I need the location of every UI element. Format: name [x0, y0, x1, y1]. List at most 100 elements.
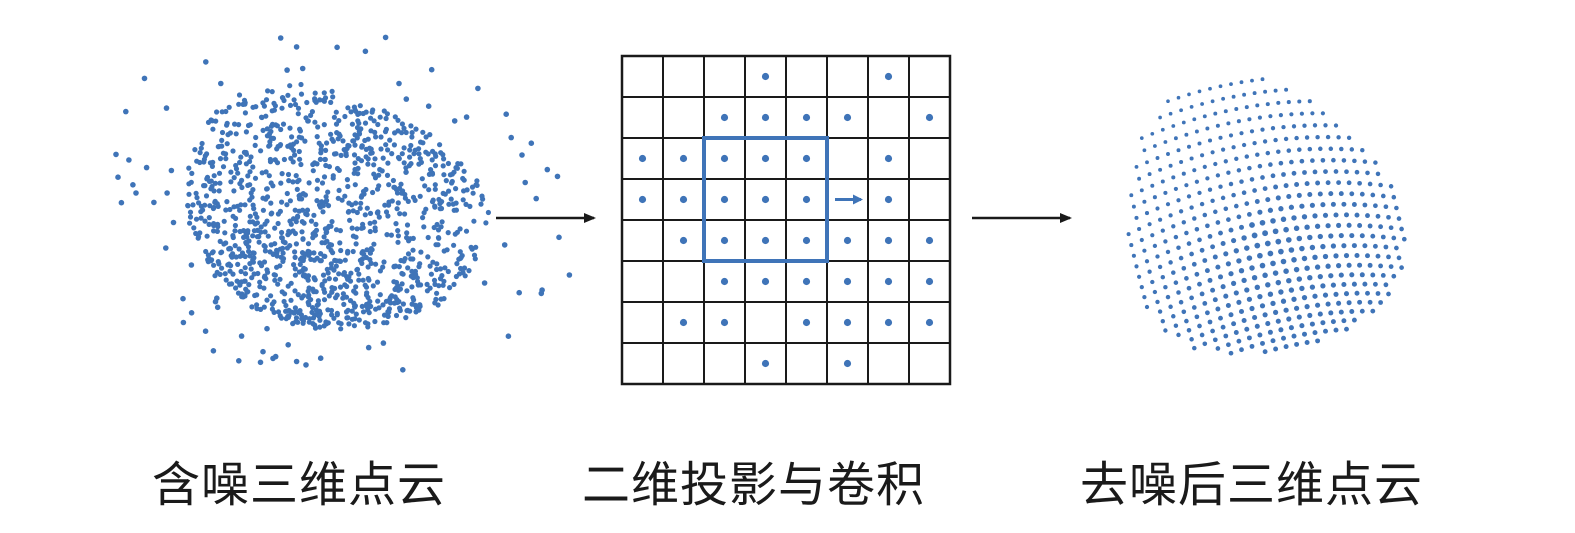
- denoised-point: [1328, 273, 1334, 279]
- denoised-point: [1301, 294, 1308, 301]
- denoised-point: [1223, 251, 1229, 257]
- noisy-point: [292, 249, 298, 255]
- denoised-point: [1375, 213, 1381, 219]
- noisy-point: [409, 134, 415, 140]
- noisy-point: [381, 108, 387, 114]
- noisy-point: [333, 151, 339, 157]
- denoised-point: [1268, 114, 1273, 119]
- denoised-point: [1330, 282, 1336, 288]
- denoised-point: [1218, 230, 1223, 236]
- noisy-point: [275, 211, 281, 217]
- denoised-point: [1234, 107, 1239, 111]
- noisy-point: [265, 233, 271, 239]
- denoised-point: [1225, 302, 1231, 309]
- denoised-point: [1336, 135, 1341, 140]
- noisy-point: [280, 121, 287, 127]
- denoised-point: [1257, 332, 1263, 338]
- noisy-point: [295, 292, 301, 298]
- denoised-point: [1139, 237, 1144, 243]
- noisy-point: [235, 170, 241, 176]
- denoised-point: [1231, 145, 1236, 150]
- noisy-point: [346, 208, 352, 215]
- denoised-point: [1197, 89, 1202, 94]
- noisy-point: [385, 147, 391, 153]
- noisy-point: [313, 221, 319, 227]
- noisy-point: [213, 118, 219, 124]
- denoised-point: [1157, 309, 1163, 314]
- denoised-point: [1288, 325, 1294, 331]
- noisy-point: [427, 263, 433, 269]
- denoised-point: [1349, 147, 1355, 152]
- denoised-point: [1333, 123, 1339, 128]
- denoised-point: [1197, 323, 1202, 329]
- denoised-point: [1207, 319, 1213, 325]
- noisy-point: [367, 220, 373, 226]
- denoised-point: [1365, 213, 1370, 219]
- noisy-point: [250, 257, 256, 263]
- denoised-point: [1210, 150, 1215, 155]
- noisy-point: [198, 215, 204, 221]
- denoised-point: [1320, 320, 1326, 326]
- noisy-point: [250, 104, 256, 110]
- outlier-point: [503, 111, 510, 117]
- denoised-point: [1236, 258, 1242, 264]
- noisy-point: [325, 307, 331, 313]
- noisy-point: [445, 160, 451, 167]
- noisy-point: [321, 174, 328, 180]
- noisy-point: [195, 235, 201, 241]
- denoised-point: [1352, 158, 1357, 164]
- grid-cell-point: [802, 318, 811, 327]
- noisy-point: [332, 276, 339, 282]
- noisy-point: [292, 266, 298, 272]
- noisy-point: [311, 250, 317, 256]
- noisy-point: [323, 162, 329, 169]
- noisy-point: [261, 274, 267, 280]
- noisy-point: [315, 124, 321, 130]
- noisy-point: [385, 309, 391, 315]
- noisy-point: [266, 173, 272, 179]
- denoised-point: [1346, 222, 1352, 228]
- denoised-point: [1386, 214, 1391, 220]
- noisy-point: [371, 171, 377, 177]
- denoised-point: [1299, 285, 1305, 292]
- noisy-point: [352, 303, 358, 309]
- noisy-point: [240, 101, 246, 107]
- noisy-point: [262, 248, 268, 254]
- denoised-point: [1265, 102, 1270, 107]
- noisy-point: [391, 279, 397, 285]
- denoised-point: [1386, 291, 1391, 297]
- denoised-point: [1286, 193, 1292, 200]
- noisy-point: [472, 256, 478, 262]
- denoised-point: [1173, 186, 1178, 191]
- denoised-point: [1228, 181, 1234, 187]
- noisy-point: [438, 150, 444, 156]
- noisy-point: [292, 207, 298, 213]
- denoised-point: [1181, 220, 1187, 225]
- grid-cell-point: [925, 113, 934, 122]
- denoised-point: [1312, 123, 1318, 128]
- denoised-point: [1265, 197, 1271, 203]
- denoised-point: [1273, 184, 1279, 190]
- noisy-point: [287, 83, 293, 89]
- noisy-point: [399, 270, 405, 277]
- noisy-point: [316, 140, 322, 146]
- noisy-point: [437, 142, 443, 148]
- outlier-point: [270, 355, 276, 362]
- denoised-point: [1210, 198, 1215, 204]
- noisy-point: [302, 266, 308, 272]
- denoised-point: [1213, 209, 1218, 215]
- denoised-point: [1236, 299, 1242, 305]
- grid-cell-point: [843, 318, 852, 327]
- denoised-point: [1254, 199, 1260, 204]
- noisy-point: [328, 247, 334, 253]
- denoised-point: [1294, 135, 1299, 141]
- noisy-point: [314, 134, 320, 140]
- denoised-point: [1328, 233, 1334, 239]
- denoised-point: [1205, 223, 1210, 229]
- noisy-point: [310, 235, 316, 241]
- denoised-point: [1338, 309, 1344, 315]
- denoised-point: [1304, 181, 1310, 187]
- noisy-point: [268, 293, 274, 299]
- denoised-point: [1360, 147, 1365, 153]
- grid-cell-point: [720, 154, 729, 163]
